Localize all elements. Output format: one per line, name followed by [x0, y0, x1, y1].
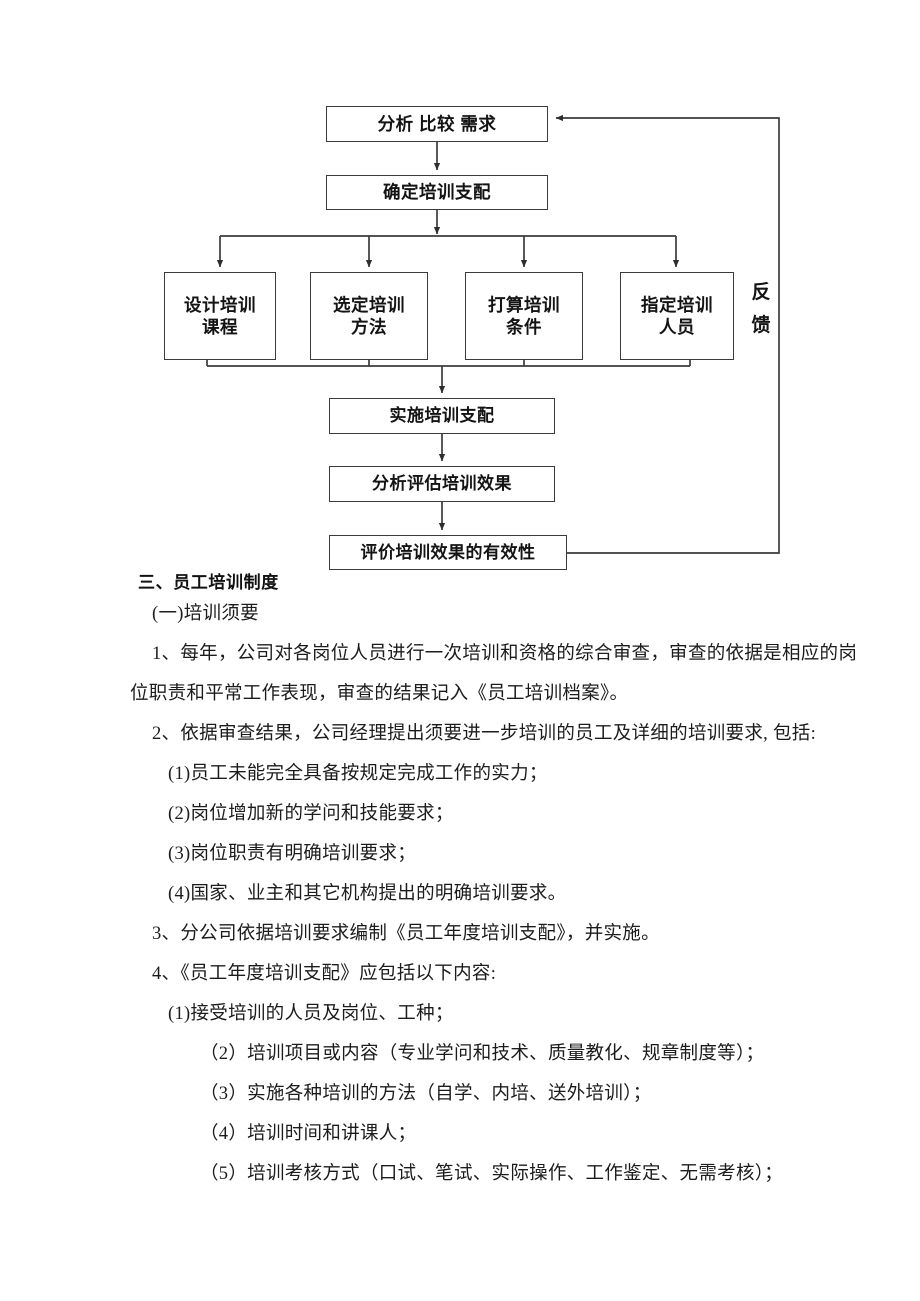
- flowchart-node-plan-condition: 打算培训 条件: [465, 272, 583, 360]
- paragraph-line: (1)接受培训的人员及岗位、工种；: [168, 1004, 454, 1024]
- paragraph-line: 4、《员工年度培训支配》应包括以下内容:: [152, 964, 497, 984]
- paragraph-line: （4）培训时间和讲课人；: [200, 1124, 417, 1144]
- paragraph-line: （5）培训考核方式（口试、笔试、实际操作、工作鉴定、无需考核）；: [200, 1164, 784, 1184]
- flowchart-node-confirm: 确定培训支配: [326, 175, 548, 210]
- paragraph-line: (2)岗位增加新的学问和技能要求；: [168, 804, 454, 824]
- flowchart-node-analyze: 分析 比较 需求: [326, 106, 548, 142]
- paragraph-line: (3)岗位职责有明确培训要求；: [168, 844, 417, 864]
- flowchart-node-validity: 评价培训效果的有效性: [329, 535, 567, 570]
- paragraph-line: 3、分公司依据培训要求编制《员工年度培训支配》，并实施。: [152, 924, 660, 944]
- paragraph-line: （2）培训项目或内容（专业学问和技术、质量教化、规章制度等）；: [200, 1044, 765, 1064]
- flowchart-node-validity-label: 评价培训效果的有效性: [360, 542, 536, 562]
- flowchart-node-evaluate: 分析评估培训效果: [329, 466, 555, 502]
- paragraph-line: 位职责和平常工作表现，审查的结果记入《员工培训档案》。: [130, 684, 629, 704]
- paragraph-line: (一)培训须要: [152, 604, 259, 624]
- flowchart-node-assign-personnel-label: 指定培训 人员: [641, 294, 713, 337]
- flowchart-node-implement-label: 实施培训支配: [389, 406, 495, 426]
- flowchart-node-plan-condition-label: 打算培训 条件: [488, 294, 560, 337]
- flowchart-node-design-course-label: 设计培训 课程: [184, 294, 256, 337]
- flowchart-feedback-label: 反馈: [751, 282, 771, 337]
- paragraph-line: (1)员工未能完全具备按规定完成工作的实力；: [168, 764, 548, 784]
- flowchart-node-implement: 实施培训支配: [329, 398, 555, 434]
- paragraph-line: （3）实施各种培训的方法（自学、内培、送外培训）；: [200, 1084, 652, 1104]
- feedback-loop: [555, 114, 780, 554]
- flowchart-node-assign-personnel: 指定培训 人员: [620, 272, 734, 360]
- flowchart-connectors: [206, 114, 780, 554]
- flowchart-node-design-course: 设计培训 课程: [164, 272, 276, 360]
- flowchart-node-confirm-label: 确定培训支配: [383, 182, 491, 203]
- flowchart-node-evaluate-label: 分析评估培训效果: [372, 474, 512, 494]
- flowchart-node-analyze-label: 分析 比较 需求: [377, 113, 497, 134]
- section-heading: 三、员工培训制度: [138, 573, 279, 592]
- flowchart-node-select-method: 选定培训 方法: [310, 272, 428, 360]
- training-flowchart: 分析 比较 需求 确定培训支配 设计培训 课程 选定培训 方法 打算培训 条件 …: [0, 0, 920, 600]
- flowchart-node-select-method-label: 选定培训 方法: [333, 294, 405, 337]
- paragraph-line: 2、依据审查结果，公司经理提出须要进一步培训的员工及详细的培训要求, 包括:: [152, 724, 817, 744]
- paragraph-line: 1、每年，公司对各岗位人员进行一次培训和资格的综合审查，审查的依据是相应的岗: [152, 644, 858, 664]
- paragraph-line: (4)国家、业主和其它机构提出的明确培训要求。: [168, 884, 567, 904]
